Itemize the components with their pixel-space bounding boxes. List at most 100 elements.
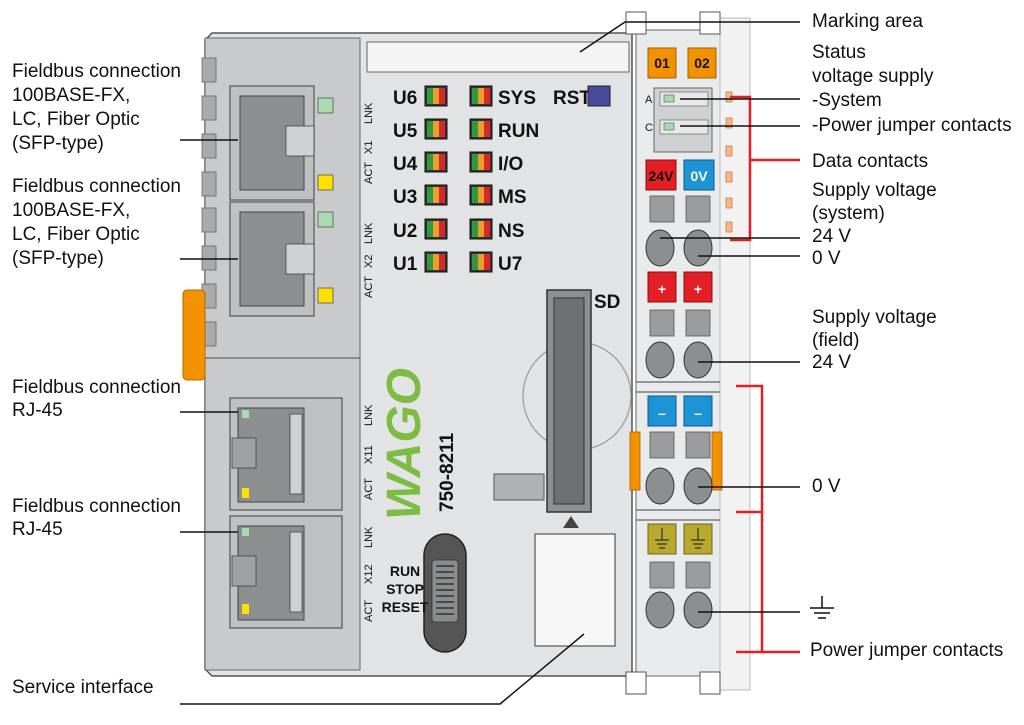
label-fb1-2: 100BASE-FX, xyxy=(12,85,130,106)
label-status-2: voltage supply xyxy=(812,66,934,87)
led-label-u2: U2 xyxy=(393,221,417,242)
x2-act-label: ACT xyxy=(363,276,375,298)
sd-eject-tab xyxy=(493,473,545,501)
label-status-system: -System xyxy=(812,90,882,111)
label-supply-sys-2: (system) xyxy=(812,203,885,224)
terminal-earth-2 xyxy=(683,523,713,555)
label-service-interface: Service interface xyxy=(12,677,154,698)
switch-reset-label: RESET xyxy=(382,599,429,615)
led-io-indicator xyxy=(469,151,493,173)
sfp-port-x1[interactable] xyxy=(229,85,315,201)
x11-label: X11 xyxy=(363,445,375,464)
sd-label: SD xyxy=(594,292,620,313)
label-supply-field-1: Supply voltage xyxy=(812,307,937,328)
led-label-ms: MS xyxy=(498,187,527,208)
led-u7-indicator xyxy=(469,251,493,273)
release-lever[interactable] xyxy=(182,289,206,381)
switch-stop-label: STOP xyxy=(386,581,424,597)
side-clip-left xyxy=(629,431,641,491)
service-interface-port[interactable] xyxy=(534,533,616,647)
side-clip-right xyxy=(711,431,723,491)
term-0v-label: 0V xyxy=(690,168,708,184)
rj45-port-x11[interactable] xyxy=(229,397,343,511)
terminal-minus-1 xyxy=(647,395,677,427)
label-status-power: -Power jumper contacts xyxy=(812,115,1012,136)
x2-act-led xyxy=(317,287,334,304)
label-fb3-1: Fieldbus connection xyxy=(12,377,181,398)
label-fb1-1: Fieldbus connection xyxy=(12,61,181,82)
led-label-u4: U4 xyxy=(393,154,418,175)
x2-lnk-led xyxy=(317,211,334,228)
x11-act-label: ACT xyxy=(363,478,375,500)
led-label-u1: U1 xyxy=(393,254,418,275)
label-supply-sys-0: 0 V xyxy=(812,248,841,269)
led-u5-indicator xyxy=(424,118,448,140)
status-c-label: C xyxy=(645,122,653,134)
label-fb3-2: RJ-45 xyxy=(12,400,63,421)
sfp-port-x2[interactable] xyxy=(229,201,315,317)
label-marking-area: Marking area xyxy=(812,11,923,32)
led-label-u6: U6 xyxy=(393,88,417,109)
x1-act-led xyxy=(317,174,334,191)
rst-label: RST xyxy=(553,88,591,109)
label-field-0v: 0 V xyxy=(812,476,841,497)
label-fb4-1: Fieldbus connection xyxy=(12,496,181,517)
red-brackets xyxy=(730,95,800,654)
term-plus-1-label: + xyxy=(658,281,666,297)
led-label-ns: NS xyxy=(498,221,524,242)
status-supply-leds: A C xyxy=(645,87,713,153)
led-label-u3: U3 xyxy=(393,187,417,208)
label-fb2-3: LC, Fiber Optic xyxy=(12,224,140,245)
tab-01 xyxy=(647,47,677,79)
led-ns-indicator xyxy=(469,218,493,240)
arrow-up-icon xyxy=(563,516,579,528)
label-supply-sys-24: 24 V xyxy=(812,226,851,247)
wago-logo-text: WAGO xyxy=(378,368,431,520)
model-number: 750-8211 xyxy=(437,432,458,512)
leader-lines xyxy=(180,21,800,705)
port-labels: LNK X1 ACT LNK X2 ACT LNK X11 ACT LNK X1… xyxy=(363,102,375,622)
led-label-run: RUN xyxy=(498,121,539,142)
led-sys-indicator xyxy=(469,85,493,107)
terminal-plus-1 xyxy=(647,271,677,303)
x12-lnk-label: LNK xyxy=(363,526,375,548)
term-minus-2-label: – xyxy=(694,405,702,421)
led-label-u7: U7 xyxy=(498,254,522,275)
label-power-jumper: Power jumper contacts xyxy=(810,640,1003,661)
led-u3-indicator xyxy=(424,184,448,206)
terminal-plus-2 xyxy=(683,271,713,303)
callout-labels: Marking area Status voltage supply -Syst… xyxy=(12,11,1012,698)
led-label-io: I/O xyxy=(498,154,523,175)
x1-act-label: ACT xyxy=(363,162,375,184)
reset-button[interactable] xyxy=(587,85,611,107)
led-run-indicator xyxy=(469,118,493,140)
led-label-sys: SYS xyxy=(498,88,536,109)
led-indicators xyxy=(424,85,493,273)
label-data-contacts: Data contacts xyxy=(812,151,928,172)
mode-switch[interactable] xyxy=(423,533,467,653)
led-label-u5: U5 xyxy=(393,121,418,142)
wago-logo: WAGO xyxy=(378,368,431,520)
led-u1-indicator xyxy=(424,251,448,273)
led-u2-indicator xyxy=(424,218,448,240)
label-fb2-4: (SFP-type) xyxy=(12,248,104,269)
clamp-blocks xyxy=(649,195,711,589)
led-u4-indicator xyxy=(424,151,448,173)
terminal-earth-1 xyxy=(647,523,677,555)
label-supply-sys-1: Supply voltage xyxy=(812,180,937,201)
switch-run-label: RUN xyxy=(390,563,420,579)
x2-label: X2 xyxy=(363,255,375,268)
marking-area xyxy=(366,41,630,73)
x12-label: X12 xyxy=(363,564,375,584)
terminal-minus-2 xyxy=(683,395,713,427)
label-status-1: Status xyxy=(812,42,866,63)
rj45-port-x12[interactable] xyxy=(229,515,343,629)
led-ms-indicator xyxy=(469,184,493,206)
label-fb1-4: (SFP-type) xyxy=(12,133,104,154)
label-supply-field-24: 24 V xyxy=(812,352,851,373)
term-24v-label: 24V xyxy=(649,168,675,184)
tab-01-label: 01 xyxy=(654,55,670,71)
earth-symbol-icon xyxy=(810,596,834,619)
x1-label: X1 xyxy=(363,141,375,154)
